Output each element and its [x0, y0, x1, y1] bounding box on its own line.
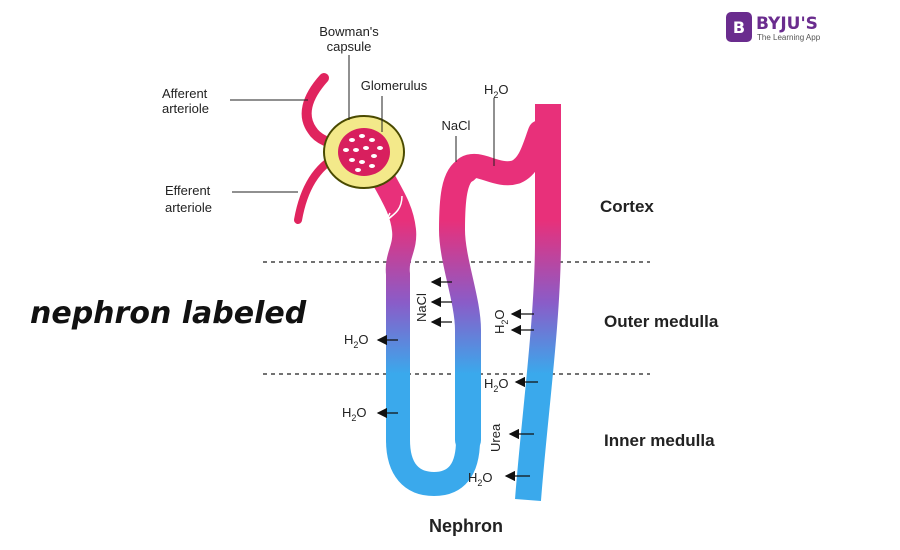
zone-inner-medulla: Inner medulla	[604, 431, 715, 450]
logo-wordmark: BYJU'S	[756, 14, 818, 34]
zone-cortex: Cortex	[600, 197, 654, 216]
logo-tagline: The Learning App	[757, 33, 821, 42]
label-efferent-1: Efferent	[165, 183, 211, 198]
logo-icon	[726, 12, 752, 42]
label-bowmans-capsule-2: capsule	[327, 39, 372, 54]
label-h2o-top: H2O	[484, 82, 509, 100]
ascending-limb	[438, 157, 481, 453]
label-bowmans-capsule-1: Bowman's	[319, 24, 379, 39]
label-glomerulus: Glomerulus	[361, 78, 428, 93]
label-h2o-right-1: H2O	[484, 376, 509, 394]
label-urea: Urea	[488, 423, 503, 452]
label-afferent-2: arteriole	[162, 101, 209, 116]
label-nacl-side: NaCl	[414, 293, 429, 322]
label-h2o-right-2: H2O	[468, 470, 493, 488]
proximal-tubule	[373, 170, 417, 452]
overlay-title: nephron labeled	[30, 296, 307, 331]
logo-icon-letter: B	[733, 18, 745, 37]
label-h2o-left-2: H2O	[342, 405, 367, 423]
zone-outer-medulla: Outer medulla	[604, 312, 719, 331]
label-h2o-left-1: H2O	[344, 332, 369, 350]
caption-nephron: Nephron	[429, 516, 503, 536]
loop-of-henle-turn	[386, 439, 480, 497]
distal-tubule	[454, 120, 552, 186]
collecting-duct	[515, 112, 561, 501]
h2o-outer-arrows	[510, 308, 534, 336]
collecting-duct-top	[535, 104, 561, 114]
byjus-logo: B BYJU'S The Learning App	[726, 12, 821, 42]
label-nacl-top: NaCl	[442, 118, 471, 133]
label-afferent-1: Afferent	[162, 86, 208, 101]
nacl-arrows	[430, 276, 452, 328]
label-efferent-2: arteriole	[165, 200, 212, 215]
label-h2o-side: H2O	[492, 309, 510, 334]
glomerulus-capillaries	[343, 134, 383, 172]
